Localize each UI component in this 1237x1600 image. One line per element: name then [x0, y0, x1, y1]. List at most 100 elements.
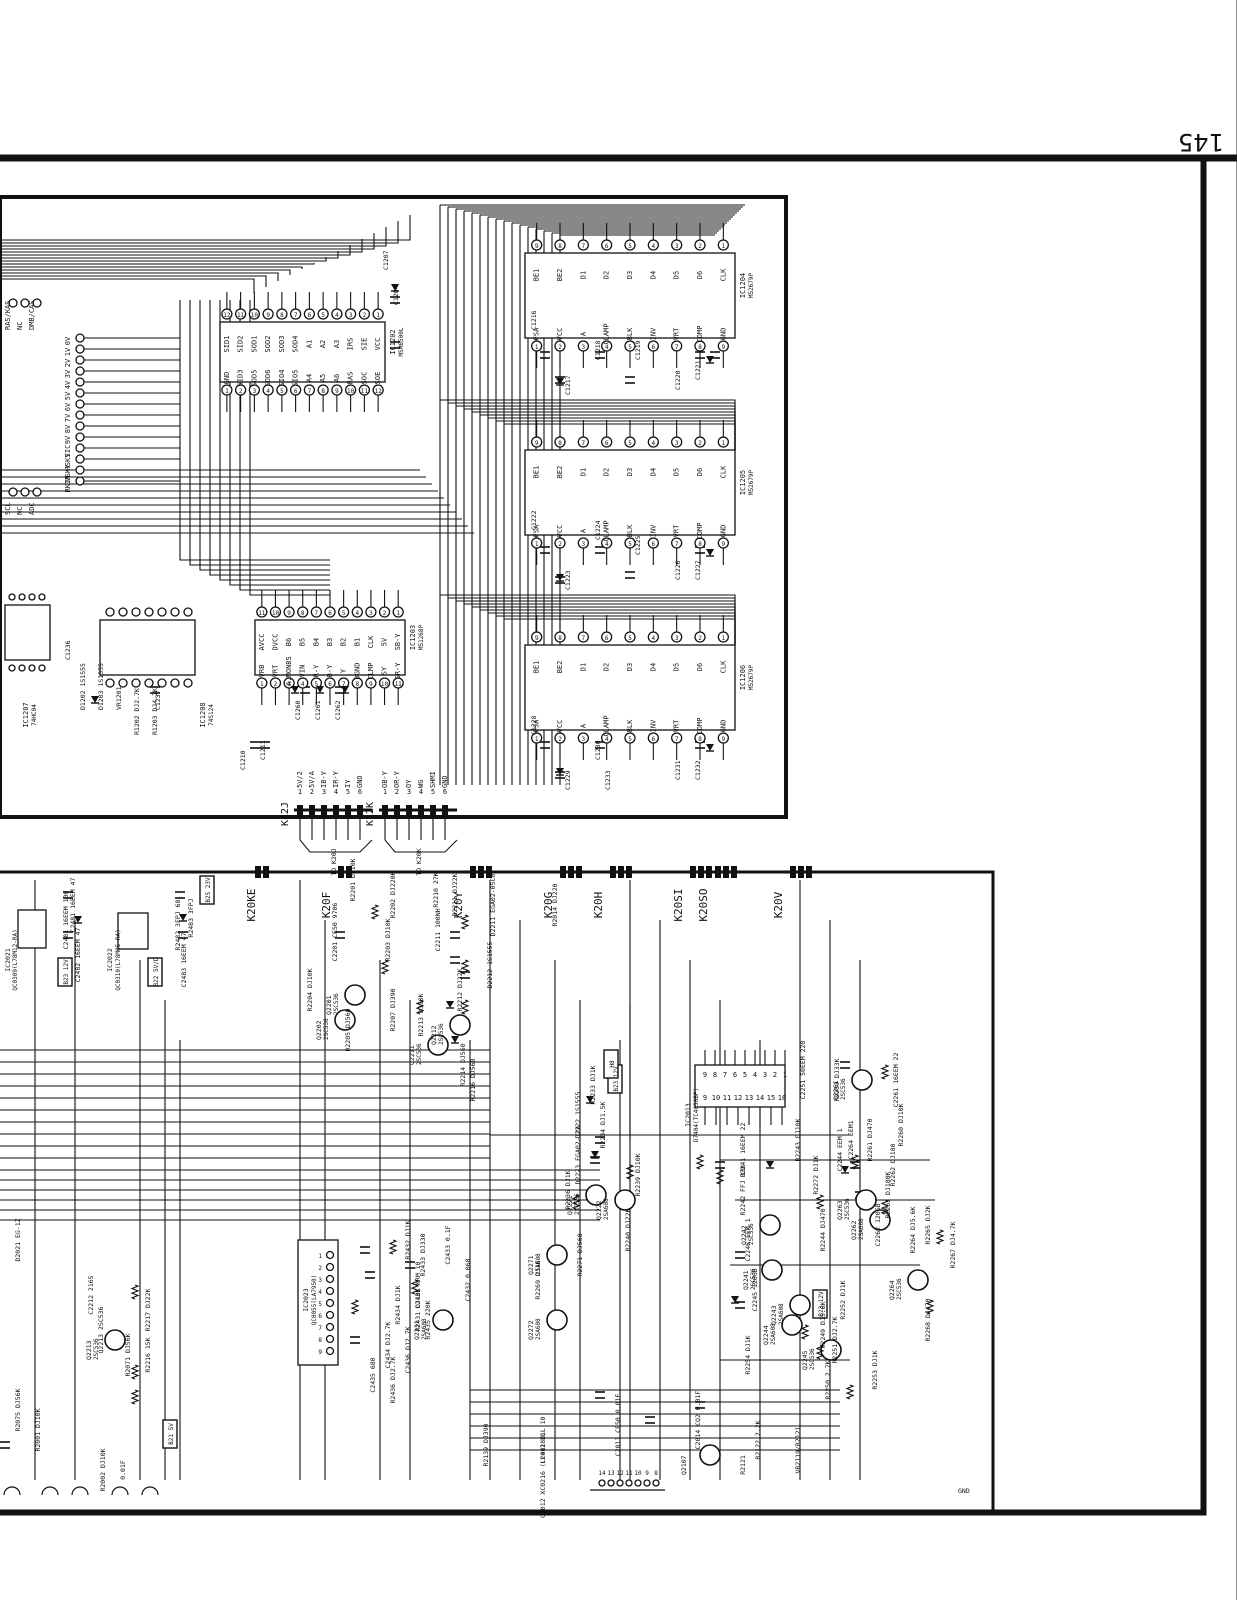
- resistor-symbol: [460, 959, 470, 975]
- wire: [0, 266, 303, 269]
- ic-pin-name: BE1: [533, 466, 541, 479]
- terminal-arc: [3, 1486, 21, 1496]
- ic-pin: [624, 436, 636, 448]
- part-label: R2236 DJ1K: [564, 1170, 572, 1209]
- pin-number: 5: [628, 440, 632, 447]
- part-label: R2121: [739, 1455, 747, 1475]
- wire: [0, 245, 351, 256]
- pin-number: 11: [723, 1094, 731, 1102]
- ic-pin-name: SIO5: [292, 370, 300, 387]
- ic-pin: [365, 677, 377, 689]
- ic-pin-name: AVCC: [258, 634, 266, 651]
- pin-number: 4: [266, 388, 270, 395]
- ic-pin: [647, 631, 659, 643]
- connector-pin: [255, 866, 261, 878]
- part-label: C2432 0.068: [464, 1258, 472, 1301]
- ic-pin: [372, 308, 384, 320]
- ic-pin: [256, 606, 268, 618]
- transistor-ref: Q2264: [888, 1280, 896, 1300]
- transistor-ref: Q2263: [836, 1200, 844, 1220]
- connector-pin-label: IR-Y: [332, 770, 340, 788]
- transistor-type: 2SA608: [535, 1318, 542, 1340]
- transistor-type: 2SC536: [333, 993, 340, 1015]
- ic-ref: IC1207: [22, 702, 30, 727]
- part-label: R2240 DJ22K: [624, 1208, 632, 1251]
- ic-pin-name: D1: [579, 468, 587, 476]
- resistor-symbol: [715, 1169, 725, 1185]
- cap-label: C1219: [634, 340, 642, 360]
- ic-pin-name: SR-Y: [394, 662, 402, 680]
- pin-number: 12: [734, 1094, 742, 1102]
- connector-pin-label: GND: [356, 775, 364, 788]
- diode-symbol: [731, 1296, 739, 1303]
- ic-pin: [118, 678, 128, 688]
- lower-connector-ref: K20SI: [672, 888, 685, 921]
- connector-pin-label: SHMI: [429, 771, 437, 788]
- part-label: C2201 CE50 9706: [331, 903, 339, 962]
- cap-label: C1218: [594, 340, 602, 360]
- pin-number: 7: [723, 1071, 727, 1079]
- ic-pin: [577, 340, 589, 352]
- part-label: L2012 ELL 10: [539, 1416, 547, 1463]
- cap-label: C1228: [530, 715, 538, 735]
- pin-number: 7: [318, 1325, 322, 1332]
- ic-pin: [331, 384, 343, 396]
- ic-pin: [601, 732, 613, 744]
- ic-pin: [283, 606, 295, 618]
- pin-number: 4: [753, 1071, 757, 1079]
- ic-pin: [601, 537, 613, 549]
- cap-label: C1211: [259, 740, 267, 760]
- transistor-q2261: [851, 1069, 873, 1091]
- pin-number: 7: [294, 312, 298, 319]
- regulator-box: [603, 1049, 619, 1079]
- pin-number: 5: [280, 388, 284, 395]
- transistor-q2263: [855, 1189, 877, 1211]
- cap-label: C1223: [564, 570, 572, 590]
- header-pin: [75, 333, 85, 343]
- ic-pin-name: D5: [673, 663, 681, 671]
- cap-label: C1260: [294, 700, 302, 720]
- part-label: R2139 DJ390: [482, 1423, 490, 1466]
- pin-number: 7: [675, 541, 679, 548]
- ic-pin: [269, 606, 282, 618]
- header-pin: [20, 298, 30, 308]
- ic-ref: IC1206: [739, 665, 747, 690]
- pin-number: 1: [318, 1253, 322, 1260]
- terminal-pin: [643, 1479, 651, 1487]
- cap-label: C1221: [694, 360, 702, 380]
- ic-pin-name: B4: [312, 638, 320, 646]
- transistor-type: 2SA608: [421, 1318, 428, 1340]
- resistor-symbol: [380, 959, 390, 975]
- part-label: R2259 DJ33K: [833, 1058, 841, 1101]
- ic-pin-name: A6: [333, 374, 341, 382]
- part-label: R2202 DJ220K: [389, 871, 397, 918]
- pin-number: 5: [315, 681, 319, 688]
- transistor-type: 2SA608: [858, 1218, 865, 1240]
- wire: [189, 300, 330, 566]
- connector-pin: [470, 866, 476, 878]
- part-label: C2264 EEM1: [847, 1120, 855, 1159]
- wire: [0, 269, 291, 275]
- ic-pin-name: D3: [626, 271, 634, 279]
- lower-connector-ref: K20H: [592, 892, 605, 919]
- pin-number: 6: [652, 344, 656, 351]
- ic-ref: IC1205: [739, 470, 747, 495]
- connector-pin-label: 5V/2: [296, 771, 304, 788]
- ic-pin-name: D6: [696, 663, 704, 671]
- pin-number: 3: [763, 1071, 767, 1079]
- part-label: R2436 DJ2.7K: [389, 1356, 397, 1403]
- regulator-box: [162, 1419, 178, 1449]
- part-label: D2222 1S1555: [574, 1091, 582, 1138]
- pin-number: 15: [767, 1094, 775, 1102]
- ic-pin-name: CLK: [367, 635, 375, 648]
- ic-pin-name: 5V: [381, 637, 389, 646]
- part-label: R2263 DJ180K: [884, 1171, 892, 1218]
- ic-pin: [647, 239, 659, 251]
- pin-number: 3: [369, 610, 373, 617]
- ic-pin-name: D2: [603, 468, 611, 476]
- cap-label: C1233: [604, 770, 612, 790]
- ic-pin: [183, 678, 193, 688]
- ic-pin-name: VCC: [556, 525, 564, 538]
- transistor-q2243: [789, 1294, 811, 1316]
- ic-pin: [289, 384, 302, 396]
